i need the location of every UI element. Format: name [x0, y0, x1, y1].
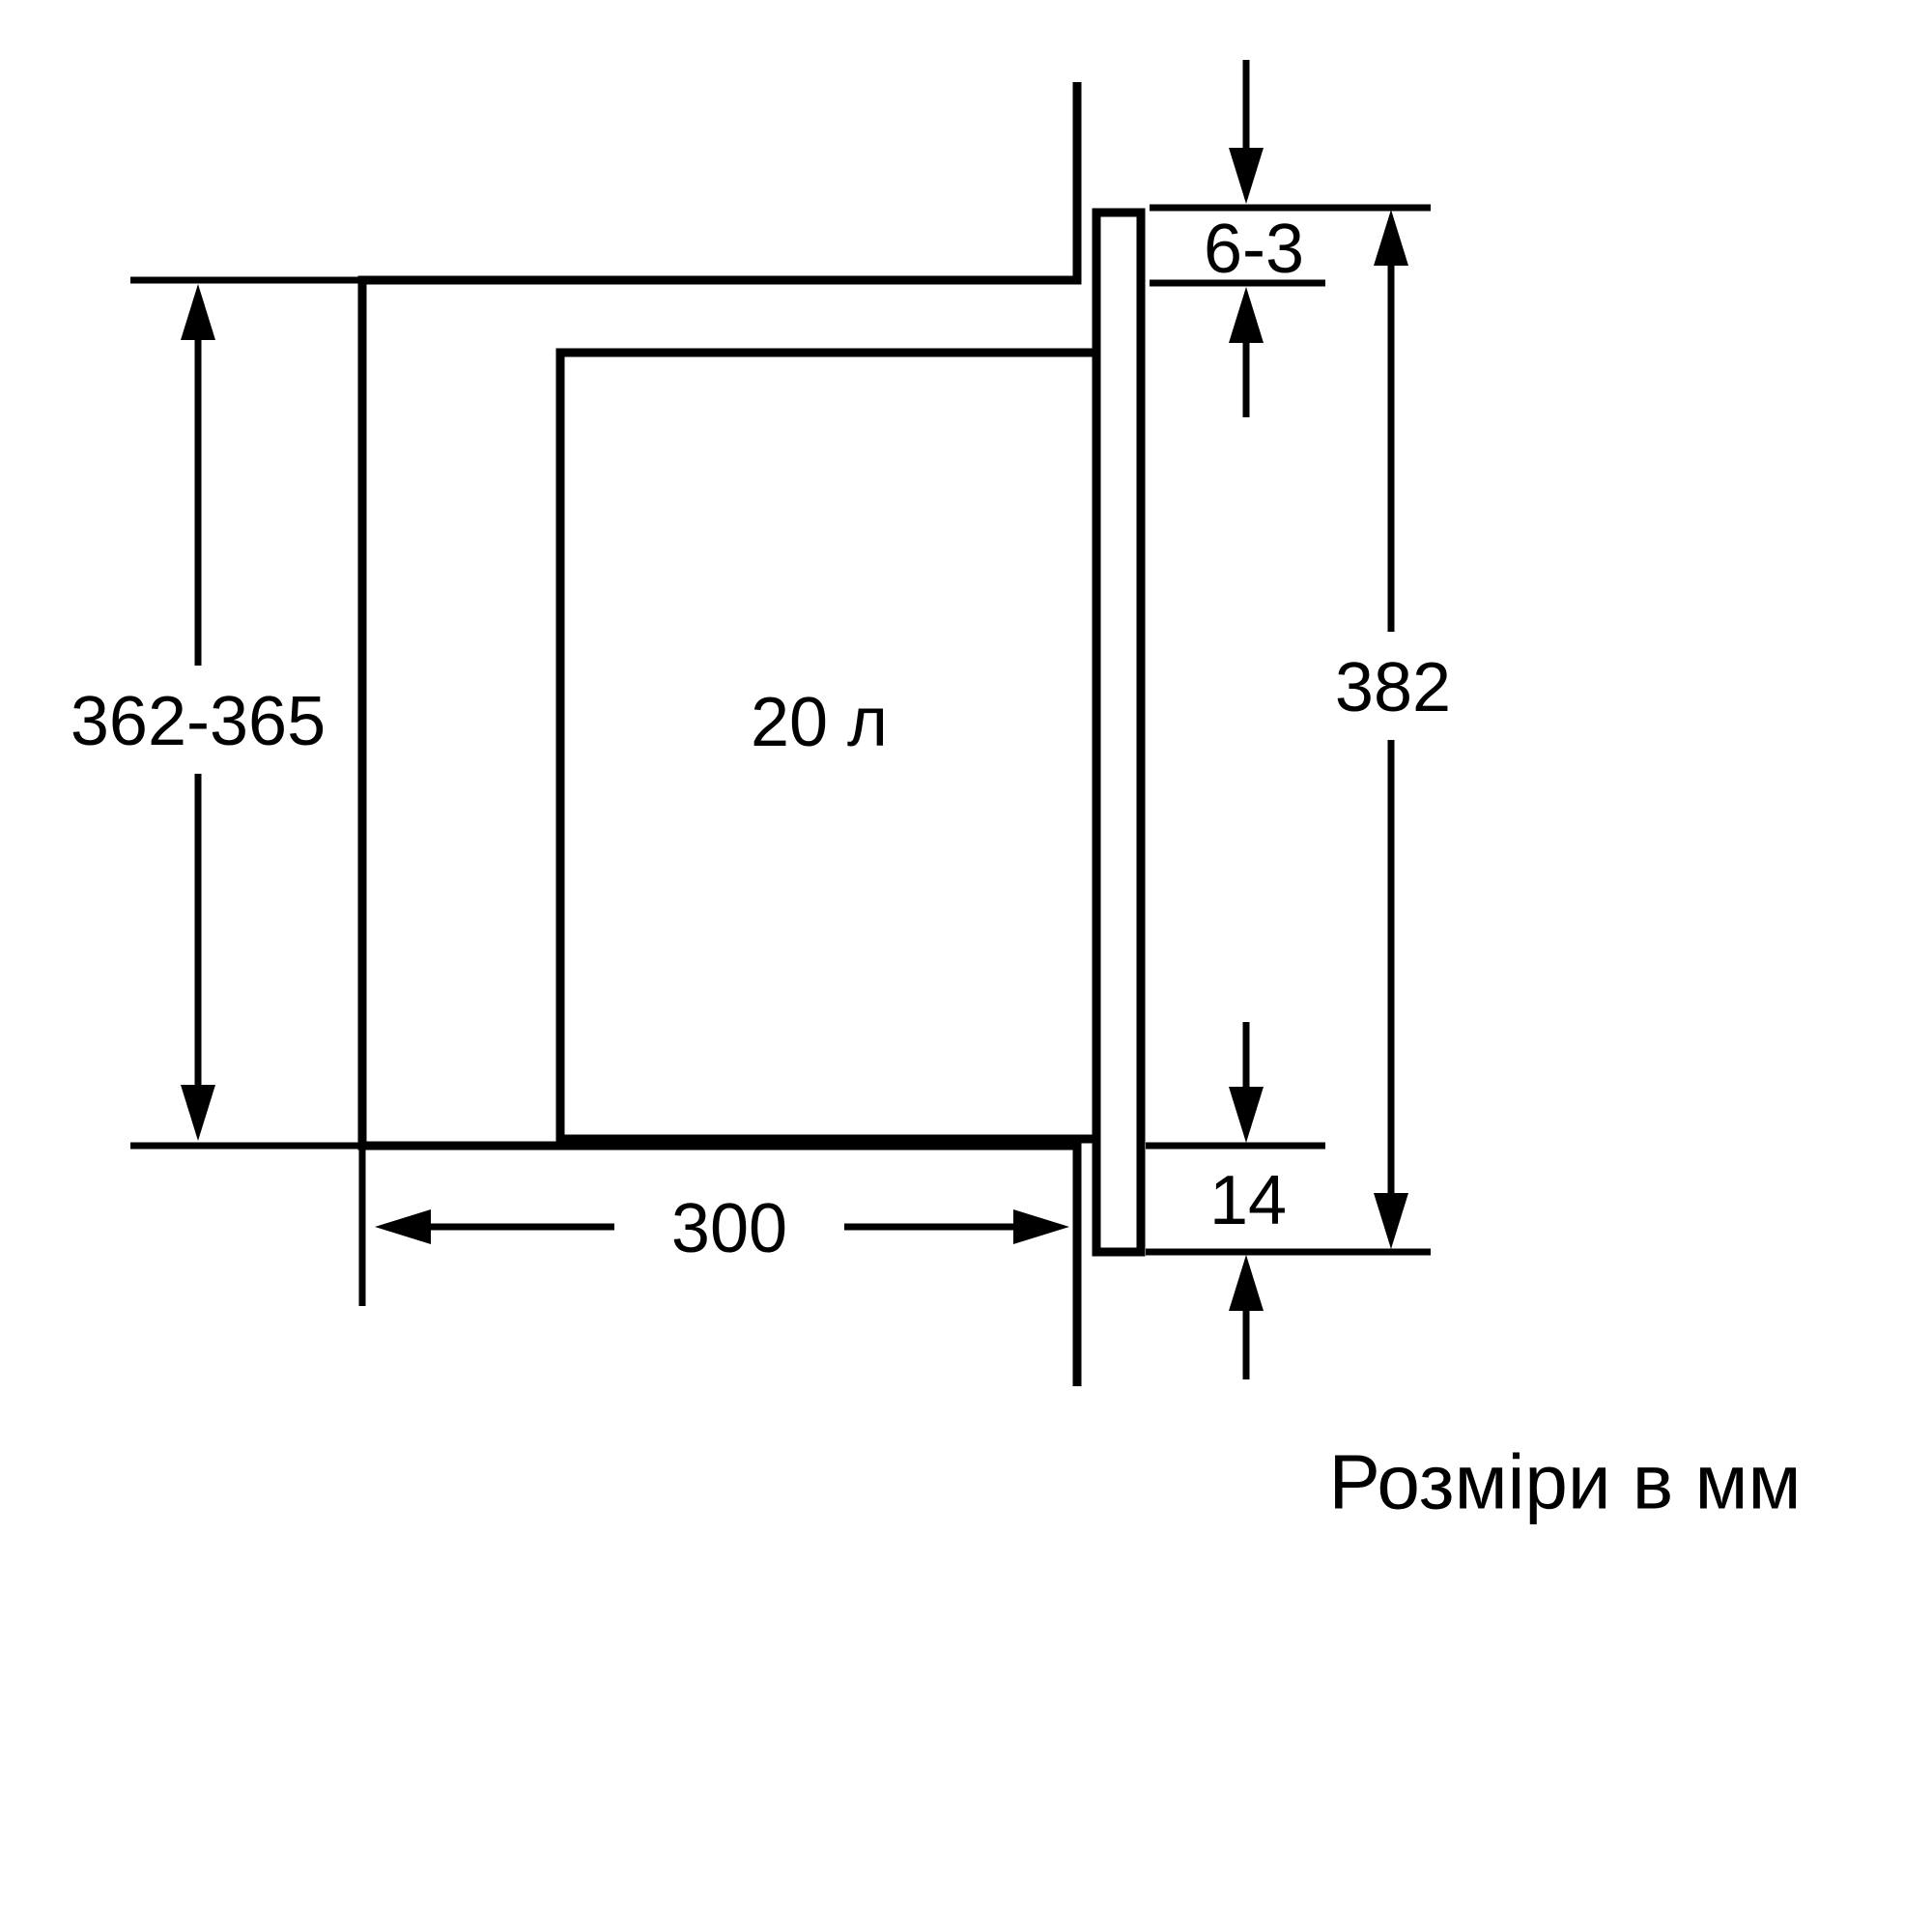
volume-label: 20 л [751, 684, 888, 761]
dim-front-height: 382 [1304, 210, 1478, 1249]
label-background [58, 666, 338, 774]
appliance-body-outline [555, 348, 1101, 1144]
arrowhead-down [1229, 1087, 1264, 1143]
arrowhead-up [181, 284, 215, 340]
arrowhead-down [181, 1085, 215, 1141]
arrowhead-up [1229, 1255, 1264, 1311]
dim-niche-depth: 300 [358, 1146, 1069, 1306]
appliance-front-panel [1092, 208, 1146, 1257]
arrowhead-up [1229, 287, 1264, 343]
dim-niche-height: 362-365 [58, 276, 363, 1150]
bottom-overlap-label: 14 [1209, 1162, 1287, 1239]
cabinet-outline-group [357, 82, 1082, 1386]
cabinet-niche-outline [357, 82, 1082, 1386]
arrowhead-up [1374, 210, 1408, 266]
arrowhead-down [1229, 148, 1264, 204]
niche-height-label: 362-365 [71, 683, 326, 760]
top-gap-label: 6-3 [1204, 211, 1304, 288]
label-background [1304, 632, 1478, 740]
dim-bottom-overlap: 14 [1146, 1022, 1431, 1379]
arrowhead-down [1374, 1193, 1408, 1249]
arrowhead-left [375, 1209, 431, 1244]
arrowhead-right [1013, 1209, 1069, 1244]
front-height-label: 382 [1335, 649, 1451, 726]
label-background [614, 1173, 844, 1281]
dim-top-gap: 6-3 [1150, 60, 1431, 417]
appliance-group [555, 348, 1101, 1144]
units-note: Розміри в мм [1328, 1439, 1801, 1525]
niche-depth-label: 300 [671, 1190, 787, 1267]
